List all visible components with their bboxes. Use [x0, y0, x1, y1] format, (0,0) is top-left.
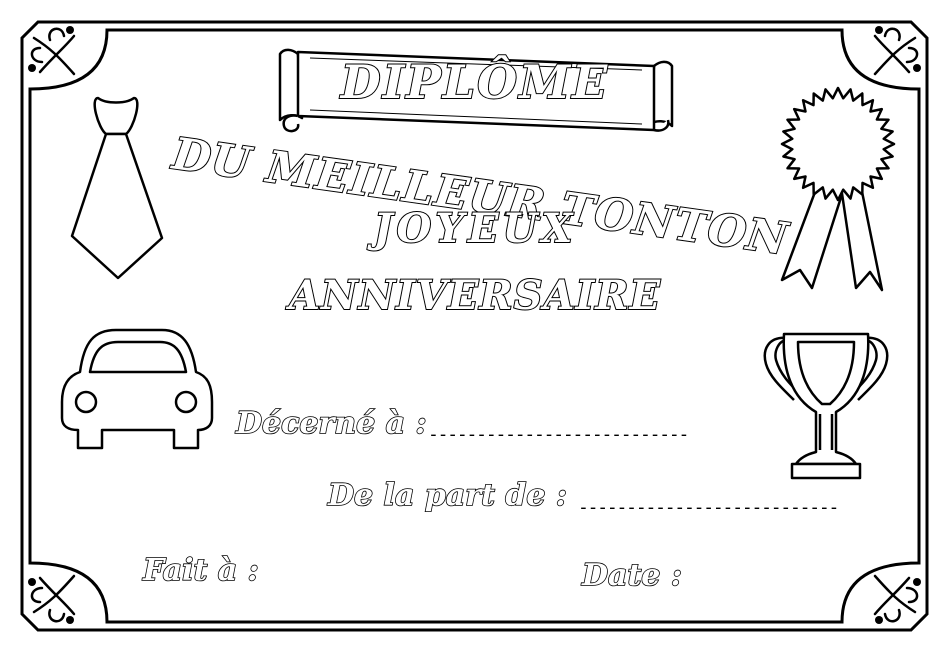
ornament-flourish-icon [873, 574, 921, 624]
ornament-flourish-icon [28, 26, 76, 76]
car-icon [60, 328, 214, 450]
heading-joyeux: JOYEUX [373, 204, 577, 253]
awarded-to-blank-line[interactable]: --------------------------- [428, 424, 689, 445]
from-label: De la part de : [327, 477, 568, 514]
heading-anniversaire: ANNIVERSAIRE [288, 271, 661, 320]
ornament-flourish-icon [873, 26, 921, 76]
scroll-banner [278, 48, 674, 133]
awarded-to-label: Décerné à : [235, 405, 427, 442]
ornament-flourish-icon [28, 574, 76, 624]
date-label: Date : [581, 557, 683, 594]
rosette-ribbon-icon [780, 86, 896, 292]
diploma-title: DIPLÔME [340, 54, 610, 110]
from-blank-line[interactable]: --------------------------- [578, 497, 839, 518]
trophy-cup-icon [763, 332, 889, 480]
tie-icon [70, 96, 164, 280]
place-label: Fait à : [142, 552, 259, 589]
